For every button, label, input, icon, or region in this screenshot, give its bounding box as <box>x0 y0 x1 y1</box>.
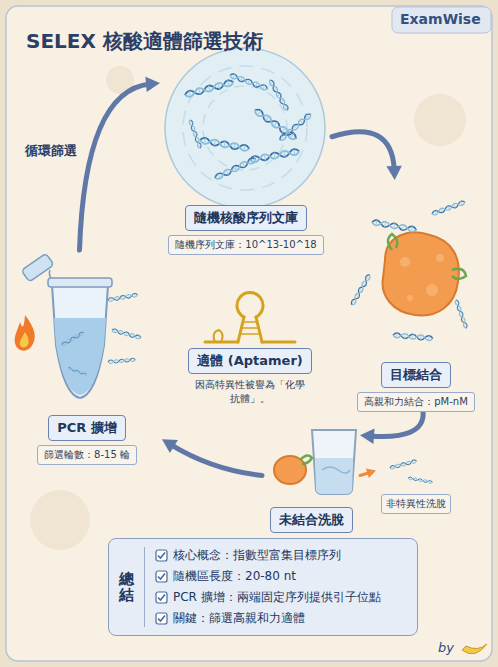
library-cloud <box>165 48 325 208</box>
arrow-head <box>386 166 401 180</box>
arrow-head <box>162 439 178 453</box>
summary-item: PCR 擴增：兩端固定序列提供引子位點 <box>155 589 381 606</box>
summary-text: 核心概念：指數型富集目標序列 <box>173 547 341 564</box>
summary-item: 隨機區長度：20-80 nt <box>155 568 381 585</box>
target-node: 目標結合高親和力結合：pM-nM <box>345 180 487 412</box>
wash-beaker <box>274 430 356 494</box>
arrow-line <box>170 444 262 475</box>
check-icon <box>155 549 168 562</box>
cycle-arrow <box>162 439 262 475</box>
arrow-head <box>360 429 375 444</box>
banana-icon <box>462 644 487 654</box>
node-body: 隨機序列文庫：10^13-10^18 <box>168 235 323 255</box>
target-protein <box>350 200 468 341</box>
wash-node: 未結合洗脫 <box>262 418 360 533</box>
check-frame <box>156 592 167 603</box>
check-frame <box>156 571 167 582</box>
node-body: 因高特異性被譽為「化學抗體」。 <box>194 378 306 405</box>
node-body: 篩選輪數：8-15 輪 <box>37 445 137 465</box>
arrow-line <box>332 132 394 170</box>
node-heading: 非特異性洗脫 <box>381 494 451 514</box>
summary-list: 核心概念：指數型富集目標序列隨機區長度：20-80 nt PCR 擴增：兩端固定序… <box>144 547 381 627</box>
aptamer-node: 適體 (Aptamer) 因高特異性被譽為「化學抗體」。 <box>180 275 320 405</box>
check-mark <box>158 574 165 580</box>
released-dna <box>390 459 433 484</box>
arrow-line <box>80 84 151 250</box>
edge-label: 循環篩選 <box>22 141 80 161</box>
check-frame <box>156 613 167 624</box>
panel <box>6 6 492 661</box>
summary-text: PCR 擴增：兩端固定序列提供引子位點 <box>173 589 381 606</box>
node-heading: 目標結合 <box>381 362 451 388</box>
nonspecific-node: 非特異性洗脫 <box>376 452 456 514</box>
pcr-tube <box>15 253 142 398</box>
check-icon <box>155 612 168 625</box>
check-icon <box>155 570 168 583</box>
node-heading: 隨機核酸序列文庫 <box>185 205 307 231</box>
check-mark <box>158 595 165 601</box>
cycle-arrow <box>332 132 402 180</box>
library-node: 隨機核酸序列文庫隨機序列文庫：10^13-10^18 <box>160 40 332 255</box>
node-heading: 適體 (Aptamer) <box>188 348 312 374</box>
summary-text: 關鍵：篩選高親和力適體 <box>173 610 305 627</box>
check-mark <box>158 616 165 622</box>
node-body: 高親和力結合：pM-nM <box>357 392 475 412</box>
node-heading: 未結合洗脫 <box>270 507 353 533</box>
node-heading: PCR 擴增 <box>48 415 126 441</box>
check-mark <box>158 553 165 559</box>
cycle-arrow <box>80 77 161 250</box>
check-icon <box>155 591 168 604</box>
arrow-line <box>370 412 423 436</box>
summary-item: 核心概念：指數型富集目標序列 <box>155 547 381 564</box>
arrow-head <box>145 77 160 92</box>
arrow-head <box>366 469 376 478</box>
pcr-node: PCR 擴增篩選輪數：8-15 輪 <box>12 250 162 465</box>
brand-label: ExamWise <box>400 11 481 27</box>
credit-label: by <box>438 640 454 655</box>
cycle-arrow <box>360 469 376 478</box>
paper-stains <box>30 66 466 618</box>
summary-item: 關鍵：篩選高親和力適體 <box>155 610 381 627</box>
brand-tab <box>392 7 491 33</box>
summary-box: 總結 核心概念：指數型富集目標序列隨機區長度：20-80 nt PCR 擴增：兩端固… <box>108 538 418 636</box>
aptamer-icon <box>205 292 295 342</box>
check-frame <box>156 550 167 561</box>
cycle-arrow <box>360 412 423 444</box>
diagram-title: SELEX 核酸適體篩選技術 <box>26 28 263 55</box>
summary-heading: 總結 <box>119 571 134 604</box>
summary-text: 隨機區長度：20-80 nt <box>173 568 296 585</box>
